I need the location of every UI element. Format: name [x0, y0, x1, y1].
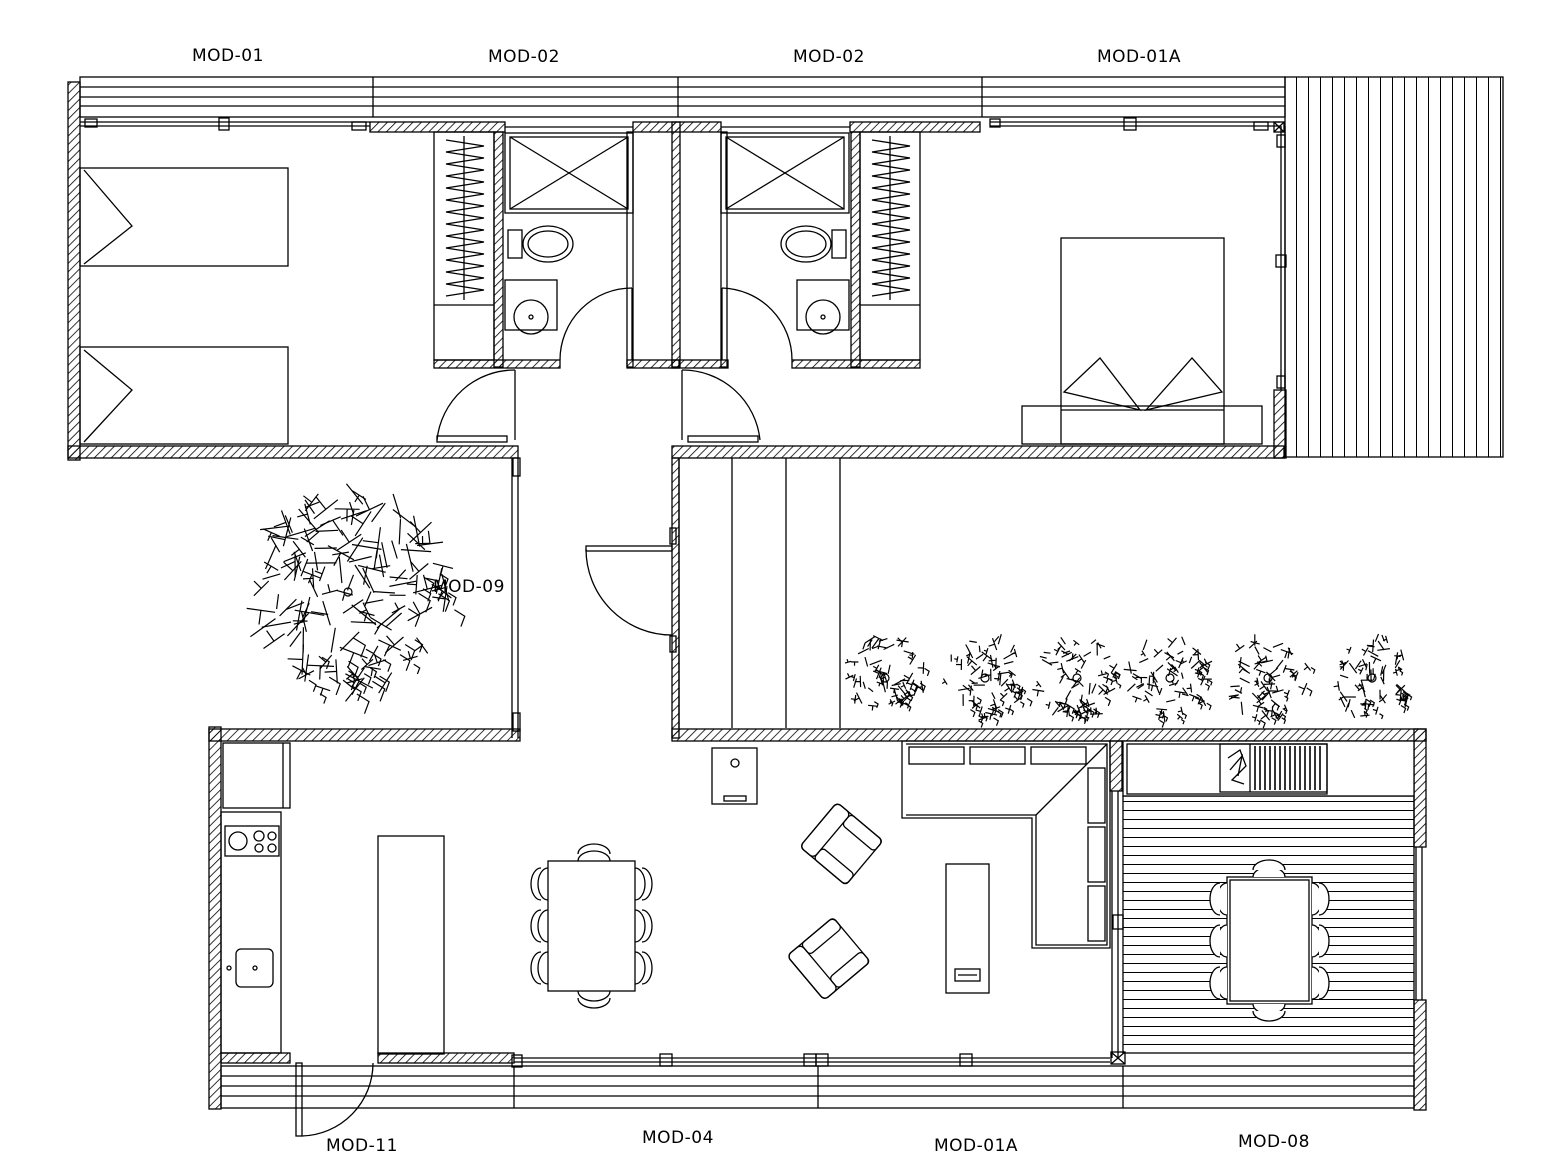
label-top-2: MOD-02 — [488, 47, 560, 67]
armchair-top — [801, 803, 882, 885]
stove — [711, 747, 758, 805]
label-middle: MOD-09 — [433, 577, 505, 597]
coffee-table — [945, 863, 990, 994]
label-top-3: MOD-02 — [793, 47, 865, 67]
label-top-1: MOD-01 — [192, 46, 264, 66]
cooktop — [224, 825, 280, 857]
wardrobe-right — [859, 131, 921, 361]
wall-bottom-left — [67, 445, 519, 459]
basin-right — [796, 279, 850, 335]
middle-connector — [511, 457, 841, 739]
bed-double — [1021, 237, 1263, 445]
basin-left — [504, 279, 558, 335]
shrub-1 — [844, 635, 930, 712]
kitchen-island — [377, 835, 445, 1055]
label-bottom-2: MOD-04 — [642, 1128, 714, 1148]
bed-single-bottom — [79, 346, 289, 445]
shrub-5 — [1228, 634, 1316, 729]
armchair-bottom — [788, 918, 870, 999]
label-bottom-3: MOD-01A — [934, 1136, 1018, 1156]
sofa-l-shaped — [901, 740, 1111, 949]
outdoor-dining-table — [1209, 859, 1330, 1022]
deck-top-right — [1284, 76, 1504, 458]
shrub-4 — [1123, 636, 1213, 728]
kitchen-counter — [220, 811, 282, 1054]
shrub-6 — [1333, 633, 1413, 720]
label-bottom-1: MOD-11 — [326, 1136, 398, 1156]
trees — [246, 483, 1413, 729]
wall-left — [67, 81, 81, 461]
top-block — [67, 76, 1504, 461]
bottom-block — [208, 726, 1427, 1137]
toilet-right — [780, 225, 847, 263]
module-labels: MOD-01 MOD-02 MOD-02 MOD-01A MOD-09 MOD-… — [192, 46, 1310, 1156]
wall-bottom-right — [671, 445, 1285, 459]
shower-left — [504, 132, 634, 214]
dining-table — [530, 843, 653, 1009]
wardrobe-left — [433, 131, 495, 361]
bed-single-top — [79, 167, 289, 267]
toilet-left — [507, 225, 574, 263]
label-top-4: MOD-01A — [1097, 47, 1181, 67]
fridge — [222, 742, 291, 809]
shower-right — [720, 132, 850, 214]
shrub-3 — [1032, 636, 1122, 725]
tree-large — [246, 483, 466, 714]
kitchen-sink — [226, 948, 274, 988]
label-bottom-4: MOD-08 — [1238, 1132, 1310, 1152]
shrub-2 — [941, 634, 1033, 728]
